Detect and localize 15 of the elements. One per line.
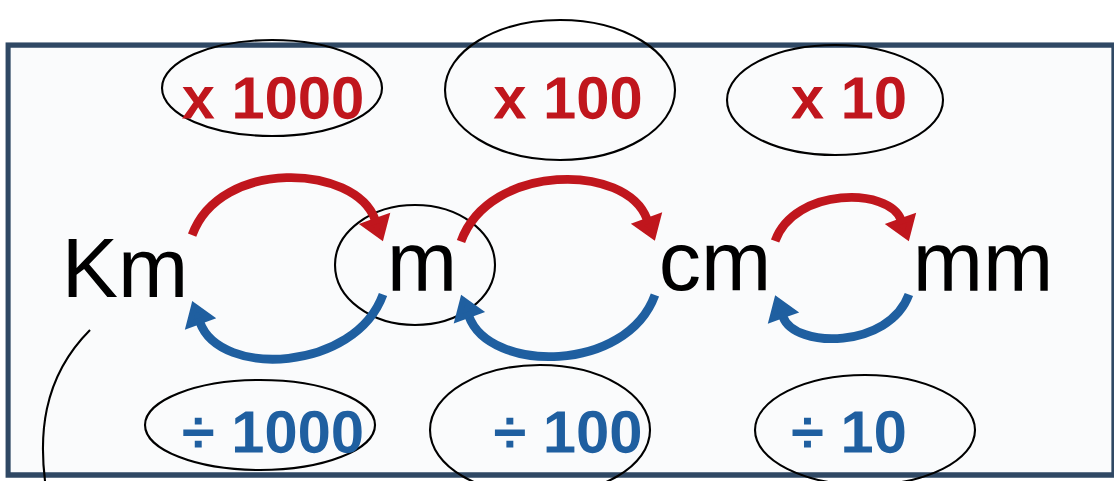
arrow	[457, 175, 663, 244]
unit-label: cm	[662, 244, 766, 292]
edge-label: ÷ 1000	[183, 410, 362, 454]
arrow	[184, 292, 387, 364]
arrow	[767, 292, 913, 343]
edge-label: ÷ 10	[792, 410, 905, 454]
edge-label: x 1000	[182, 76, 362, 120]
edge-label: ÷ 100	[494, 410, 641, 454]
unit-label: Km	[68, 239, 183, 297]
edge-label: x 10	[791, 76, 905, 120]
edge-label: x 100	[493, 76, 641, 120]
unit-label: mm	[918, 245, 1048, 291]
unit-label: m	[392, 245, 452, 291]
arrow	[453, 292, 659, 361]
arrow	[771, 193, 917, 244]
